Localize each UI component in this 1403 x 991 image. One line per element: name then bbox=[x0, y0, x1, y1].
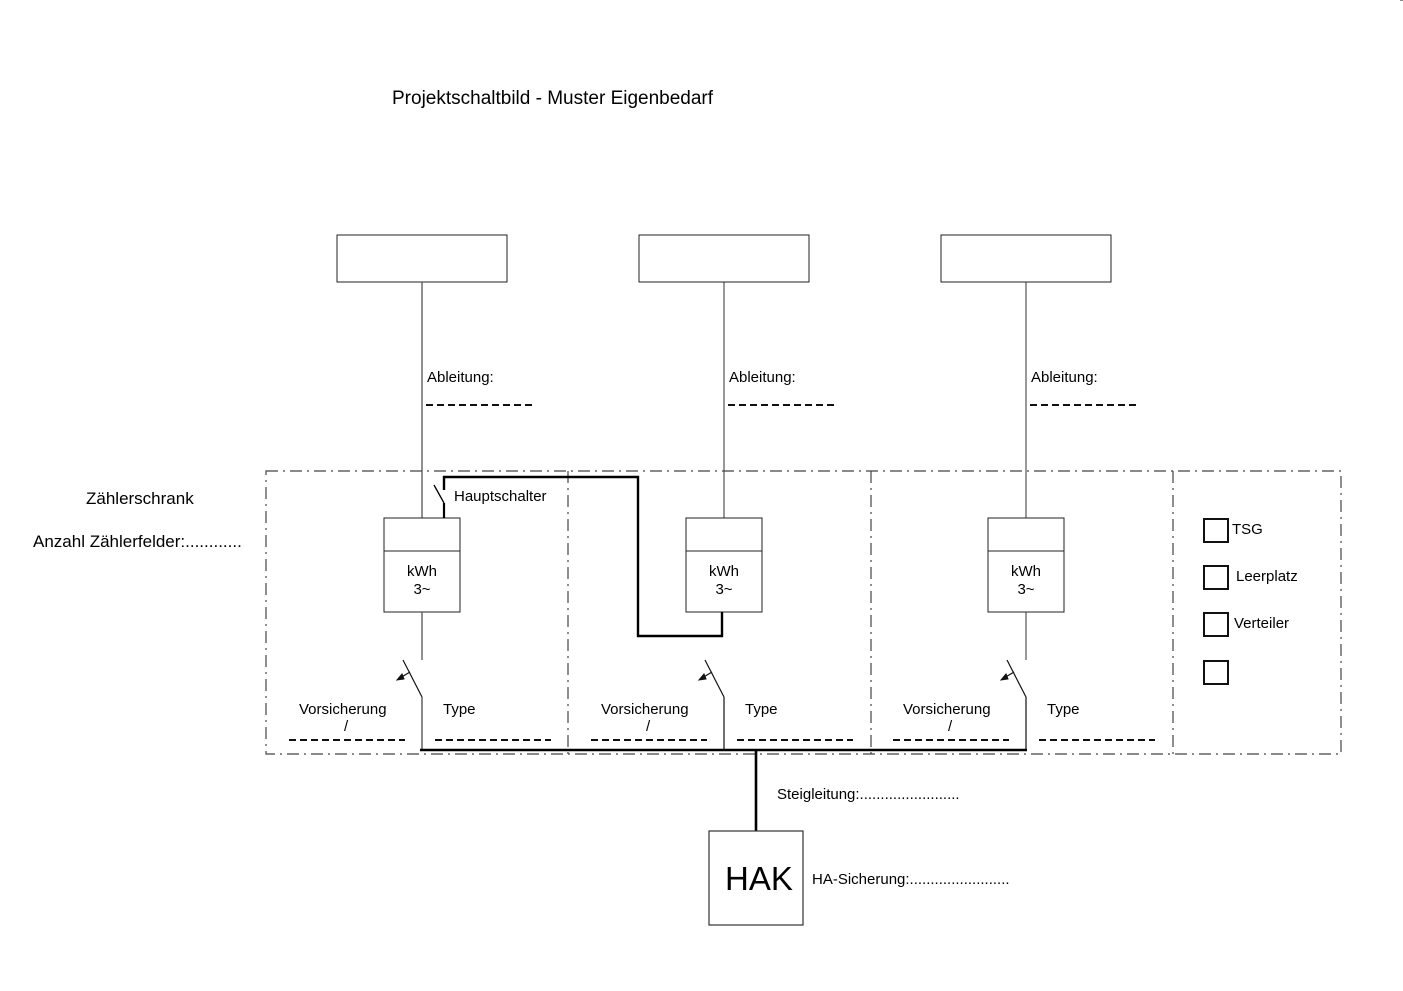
meter-unit-3: kWh bbox=[1011, 563, 1041, 580]
type-label-3: Type bbox=[1047, 701, 1080, 718]
meter-phase-2: 3~ bbox=[715, 581, 733, 598]
prefuse-label-3: Vorsicherung bbox=[903, 701, 991, 718]
option-checkbox-blank[interactable] bbox=[1203, 660, 1229, 685]
field-count-label[interactable]: Anzahl Zählerfelder:............ bbox=[33, 532, 242, 551]
prefuse-sep-3: / bbox=[948, 718, 953, 735]
prefuse-switch-2 bbox=[697, 659, 725, 750]
prefuse-switch-1 bbox=[395, 659, 423, 750]
option-label-verteiler: Verteiler bbox=[1234, 615, 1290, 632]
main-switch-label: Hauptschalter bbox=[454, 488, 547, 505]
option-label-leerplatz: Leerplatz bbox=[1236, 568, 1298, 585]
option-checkbox-leerplatz[interactable] bbox=[1203, 565, 1229, 590]
derivation-label-3: Ableitung: bbox=[1031, 369, 1098, 386]
hak-box[interactable] bbox=[708, 830, 804, 926]
type-label-1: Type bbox=[443, 701, 476, 718]
consumer-box-2[interactable] bbox=[638, 234, 810, 283]
prefuse-label-2: Vorsicherung bbox=[601, 701, 689, 718]
meter-unit-1: kWh bbox=[407, 563, 437, 580]
prefuse-sep-1: / bbox=[344, 718, 349, 735]
meter-1 bbox=[383, 517, 461, 613]
meter-phase-1: 3~ bbox=[413, 581, 431, 598]
meter-2 bbox=[685, 517, 763, 613]
page-title: Projektschaltbild - Muster Eigenbedarf bbox=[392, 88, 714, 109]
consumer-box-3[interactable] bbox=[940, 234, 1112, 283]
hak-label: HAK bbox=[725, 860, 793, 897]
ha-fuse-label[interactable]: HA-Sicherung:........................ bbox=[812, 871, 1010, 888]
prefuse-label-1: Vorsicherung bbox=[299, 701, 387, 718]
option-checkbox-tsg[interactable] bbox=[1203, 518, 1229, 543]
option-checkbox-verteiler[interactable] bbox=[1203, 612, 1229, 637]
type-label-2: Type bbox=[745, 701, 778, 718]
meter-unit-2: kWh bbox=[709, 563, 739, 580]
consumer-box-1[interactable] bbox=[336, 234, 508, 283]
riser-label[interactable]: Steigleitung:........................ bbox=[777, 786, 960, 803]
prefuse-sep-2: / bbox=[646, 718, 651, 735]
derivation-label-1: Ableitung: bbox=[427, 369, 494, 386]
derivation-label-2: Ableitung: bbox=[729, 369, 796, 386]
cabinet-label: Zählerschrank bbox=[86, 489, 194, 508]
meter-phase-3: 3~ bbox=[1017, 581, 1035, 598]
meter-cabinet-frame bbox=[265, 470, 1342, 755]
prefuse-switch-3 bbox=[999, 659, 1027, 750]
main-switch-symbol bbox=[433, 475, 724, 638]
option-label-tsg: TSG bbox=[1232, 521, 1263, 538]
meter-3 bbox=[987, 517, 1065, 613]
